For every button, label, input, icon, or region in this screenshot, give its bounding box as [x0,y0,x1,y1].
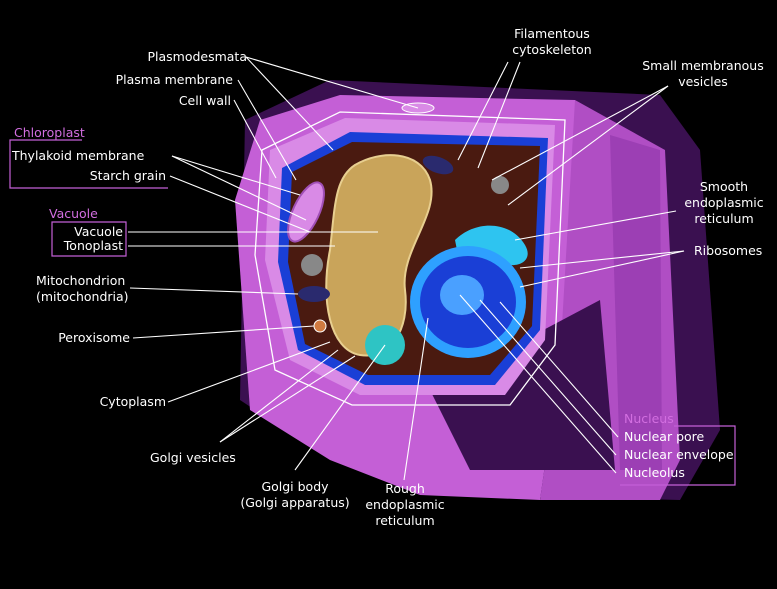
label-filamentous: Filamentous [514,26,590,41]
label-smooth-er-3: reticulum [694,211,753,226]
label-rough-er-2: endoplasmic [365,497,444,512]
cell-wall-floor [430,300,615,470]
label-small-vesicles-2: vesicles [678,74,728,89]
label-nuclear-envelope: Nuclear envelope [624,447,734,462]
label-mitochondria: (mitochondria) [36,289,129,304]
mitochondrion-shape-2 [422,155,454,175]
label-golgi-apparatus: (Golgi apparatus) [240,495,349,510]
starch-grain-shape-2 [491,176,509,194]
label-mitochondrion: Mitochondrion [36,273,125,288]
label-nucleolus: Nucleolus [624,465,685,480]
cell-illustration [235,80,720,500]
label-cytoskeleton: cytoskeleton [512,42,591,57]
mitochondrion-shape-1 [298,286,330,302]
group-label-nucleus: Nucleus [624,411,674,426]
label-nuclear-pore: Nuclear pore [624,429,705,444]
label-smooth-er-2: endoplasmic [684,195,763,210]
leader-lines [128,56,685,481]
starch-grain-shape-1 [301,254,323,276]
peroxisome-shape [313,319,327,333]
label-rough-er-1: Rough [385,481,425,496]
group-label-vacuole: Vacuole [49,206,98,221]
label-smooth-er-1: Smooth [700,179,748,194]
label-cell-wall: Cell wall [179,93,231,108]
label-cytoplasm: Cytoplasm [100,394,166,409]
label-golgi-vesicles: Golgi vesicles [150,450,236,465]
label-golgi-body: Golgi body [261,479,329,494]
label-rough-er-3: reticulum [375,513,434,528]
label-plasmodesmata: Plasmodesmata [147,49,247,64]
chloroplast-group-box [9,139,168,189]
label-plasma-membrane: Plasma membrane [116,72,234,87]
label-tonoplast: Tonoplast [63,238,123,253]
label-small-vesicles-1: Small membranous [642,58,763,73]
vacuole-group-box [51,221,127,257]
label-vacuole: Vacuole [74,224,123,239]
label-peroxisome: Peroxisome [58,330,130,345]
nucleolus-shape [440,275,484,315]
label-ribosomes: Ribosomes [694,243,762,258]
label-starch-grain: Starch grain [90,168,166,183]
label-thylakoid-membrane: Thylakoid membrane [11,148,145,163]
group-label-chloroplast: Chloroplast [14,125,85,140]
cell-outline [254,111,566,406]
cell-wall-side-inner [610,135,662,470]
nucleus-group-box [620,425,736,486]
